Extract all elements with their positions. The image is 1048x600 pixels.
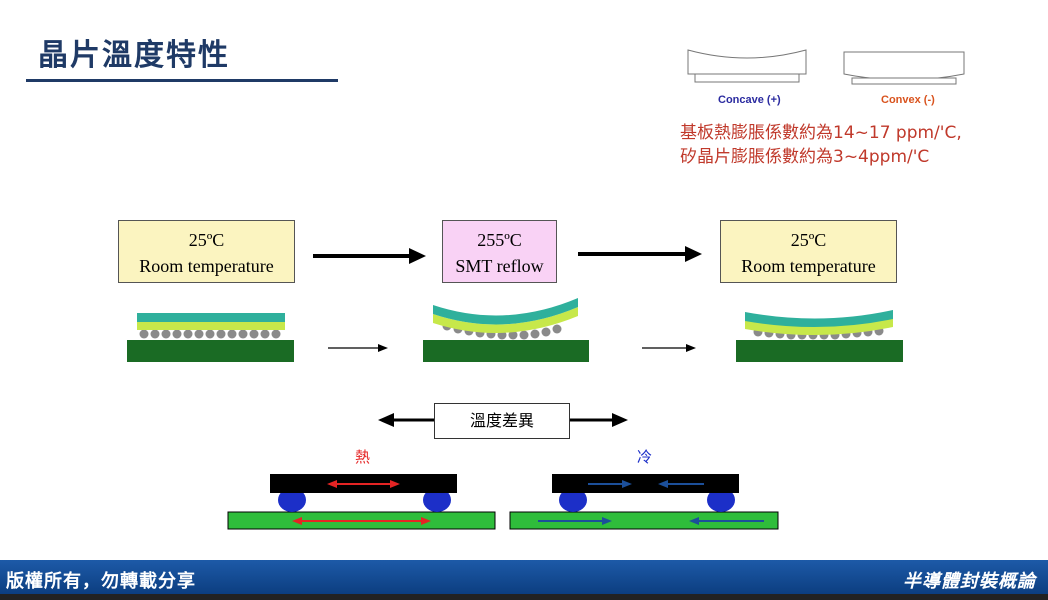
cold-shrink-arrow-chip bbox=[588, 480, 704, 488]
cte-note-substrate: 基板熱膨脹係數約為14~17 ppm/'C, bbox=[680, 123, 962, 143]
hot-expansion-arrow-chip bbox=[327, 480, 400, 488]
convex-label: Convex (-) bbox=[881, 94, 935, 106]
footer-copyright: 版權所有，勿轉載分享 bbox=[6, 571, 196, 592]
small-arrow bbox=[642, 344, 696, 352]
stage-box-reflow: 255ºC SMT reflow bbox=[442, 220, 557, 283]
stage-box-room-temp-after: 25ºC Room temperature bbox=[720, 220, 897, 283]
cold-shrink-arrow-substrate bbox=[538, 517, 764, 525]
slide: 晶片溫度特性 bbox=[0, 0, 1048, 560]
footer-course-title: 半導體封裝概論 bbox=[903, 571, 1036, 592]
hot-expansion-arrow-substrate bbox=[292, 517, 431, 525]
diagram-canvas bbox=[127, 49, 965, 530]
concave-shape bbox=[687, 49, 807, 83]
difference-arrow-left bbox=[378, 413, 434, 427]
difference-arrow-right bbox=[570, 413, 628, 427]
hot-assembly bbox=[227, 474, 496, 530]
cold-assembly bbox=[509, 474, 779, 530]
stage-label: Room temperature bbox=[139, 256, 274, 276]
temperature-difference-box: 溫度差異 bbox=[434, 403, 570, 439]
stage-label: Room temperature bbox=[741, 256, 876, 276]
cte-note-silicon: 矽晶片膨脹係數約為3~4ppm/'C bbox=[680, 147, 930, 167]
hot-label: 熱 bbox=[355, 448, 371, 466]
stage-temp: 255ºC bbox=[477, 230, 522, 250]
convex-shape bbox=[843, 51, 965, 85]
stage-temp: 25ºC bbox=[188, 230, 225, 250]
stage-temp: 25ºC bbox=[790, 230, 827, 250]
cold-label: 冷 bbox=[637, 448, 653, 466]
page-title: 晶片溫度特性 bbox=[38, 38, 230, 73]
bottom-strip bbox=[0, 594, 1048, 600]
package-flat-right bbox=[736, 310, 903, 362]
package-warped-reflow bbox=[423, 298, 589, 362]
process-arrow bbox=[578, 246, 702, 262]
concave-label: Concave (+) bbox=[718, 94, 781, 106]
small-arrow bbox=[328, 344, 388, 352]
stage-box-room-temp: 25ºC Room temperature bbox=[118, 220, 295, 283]
title-underline bbox=[26, 79, 338, 82]
footer-bar bbox=[0, 560, 1048, 594]
stage-label: SMT reflow bbox=[455, 256, 544, 276]
package-flat-left bbox=[127, 313, 294, 362]
process-arrow bbox=[313, 248, 426, 264]
